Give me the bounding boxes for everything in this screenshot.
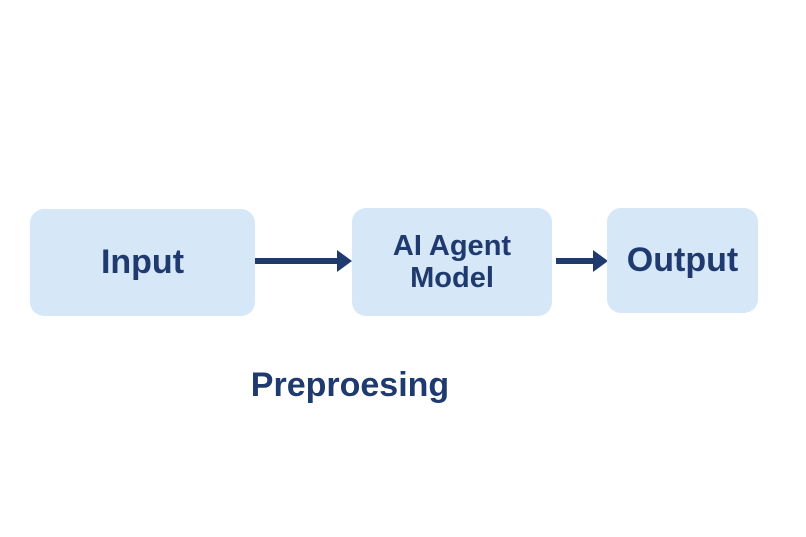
node-input-label: Input xyxy=(100,243,185,281)
node-input: Input xyxy=(30,209,255,316)
arrow-input-to-model xyxy=(255,250,352,272)
node-ai-agent-model: AI Agent Model xyxy=(352,208,552,316)
node-output: Output xyxy=(607,208,758,313)
node-ai-agent-model-label: AI Agent Model xyxy=(392,230,512,294)
node-output-label: Output xyxy=(626,241,739,279)
arrow-model-to-output xyxy=(556,250,608,272)
caption-preproesing: Preproesing xyxy=(250,366,450,404)
